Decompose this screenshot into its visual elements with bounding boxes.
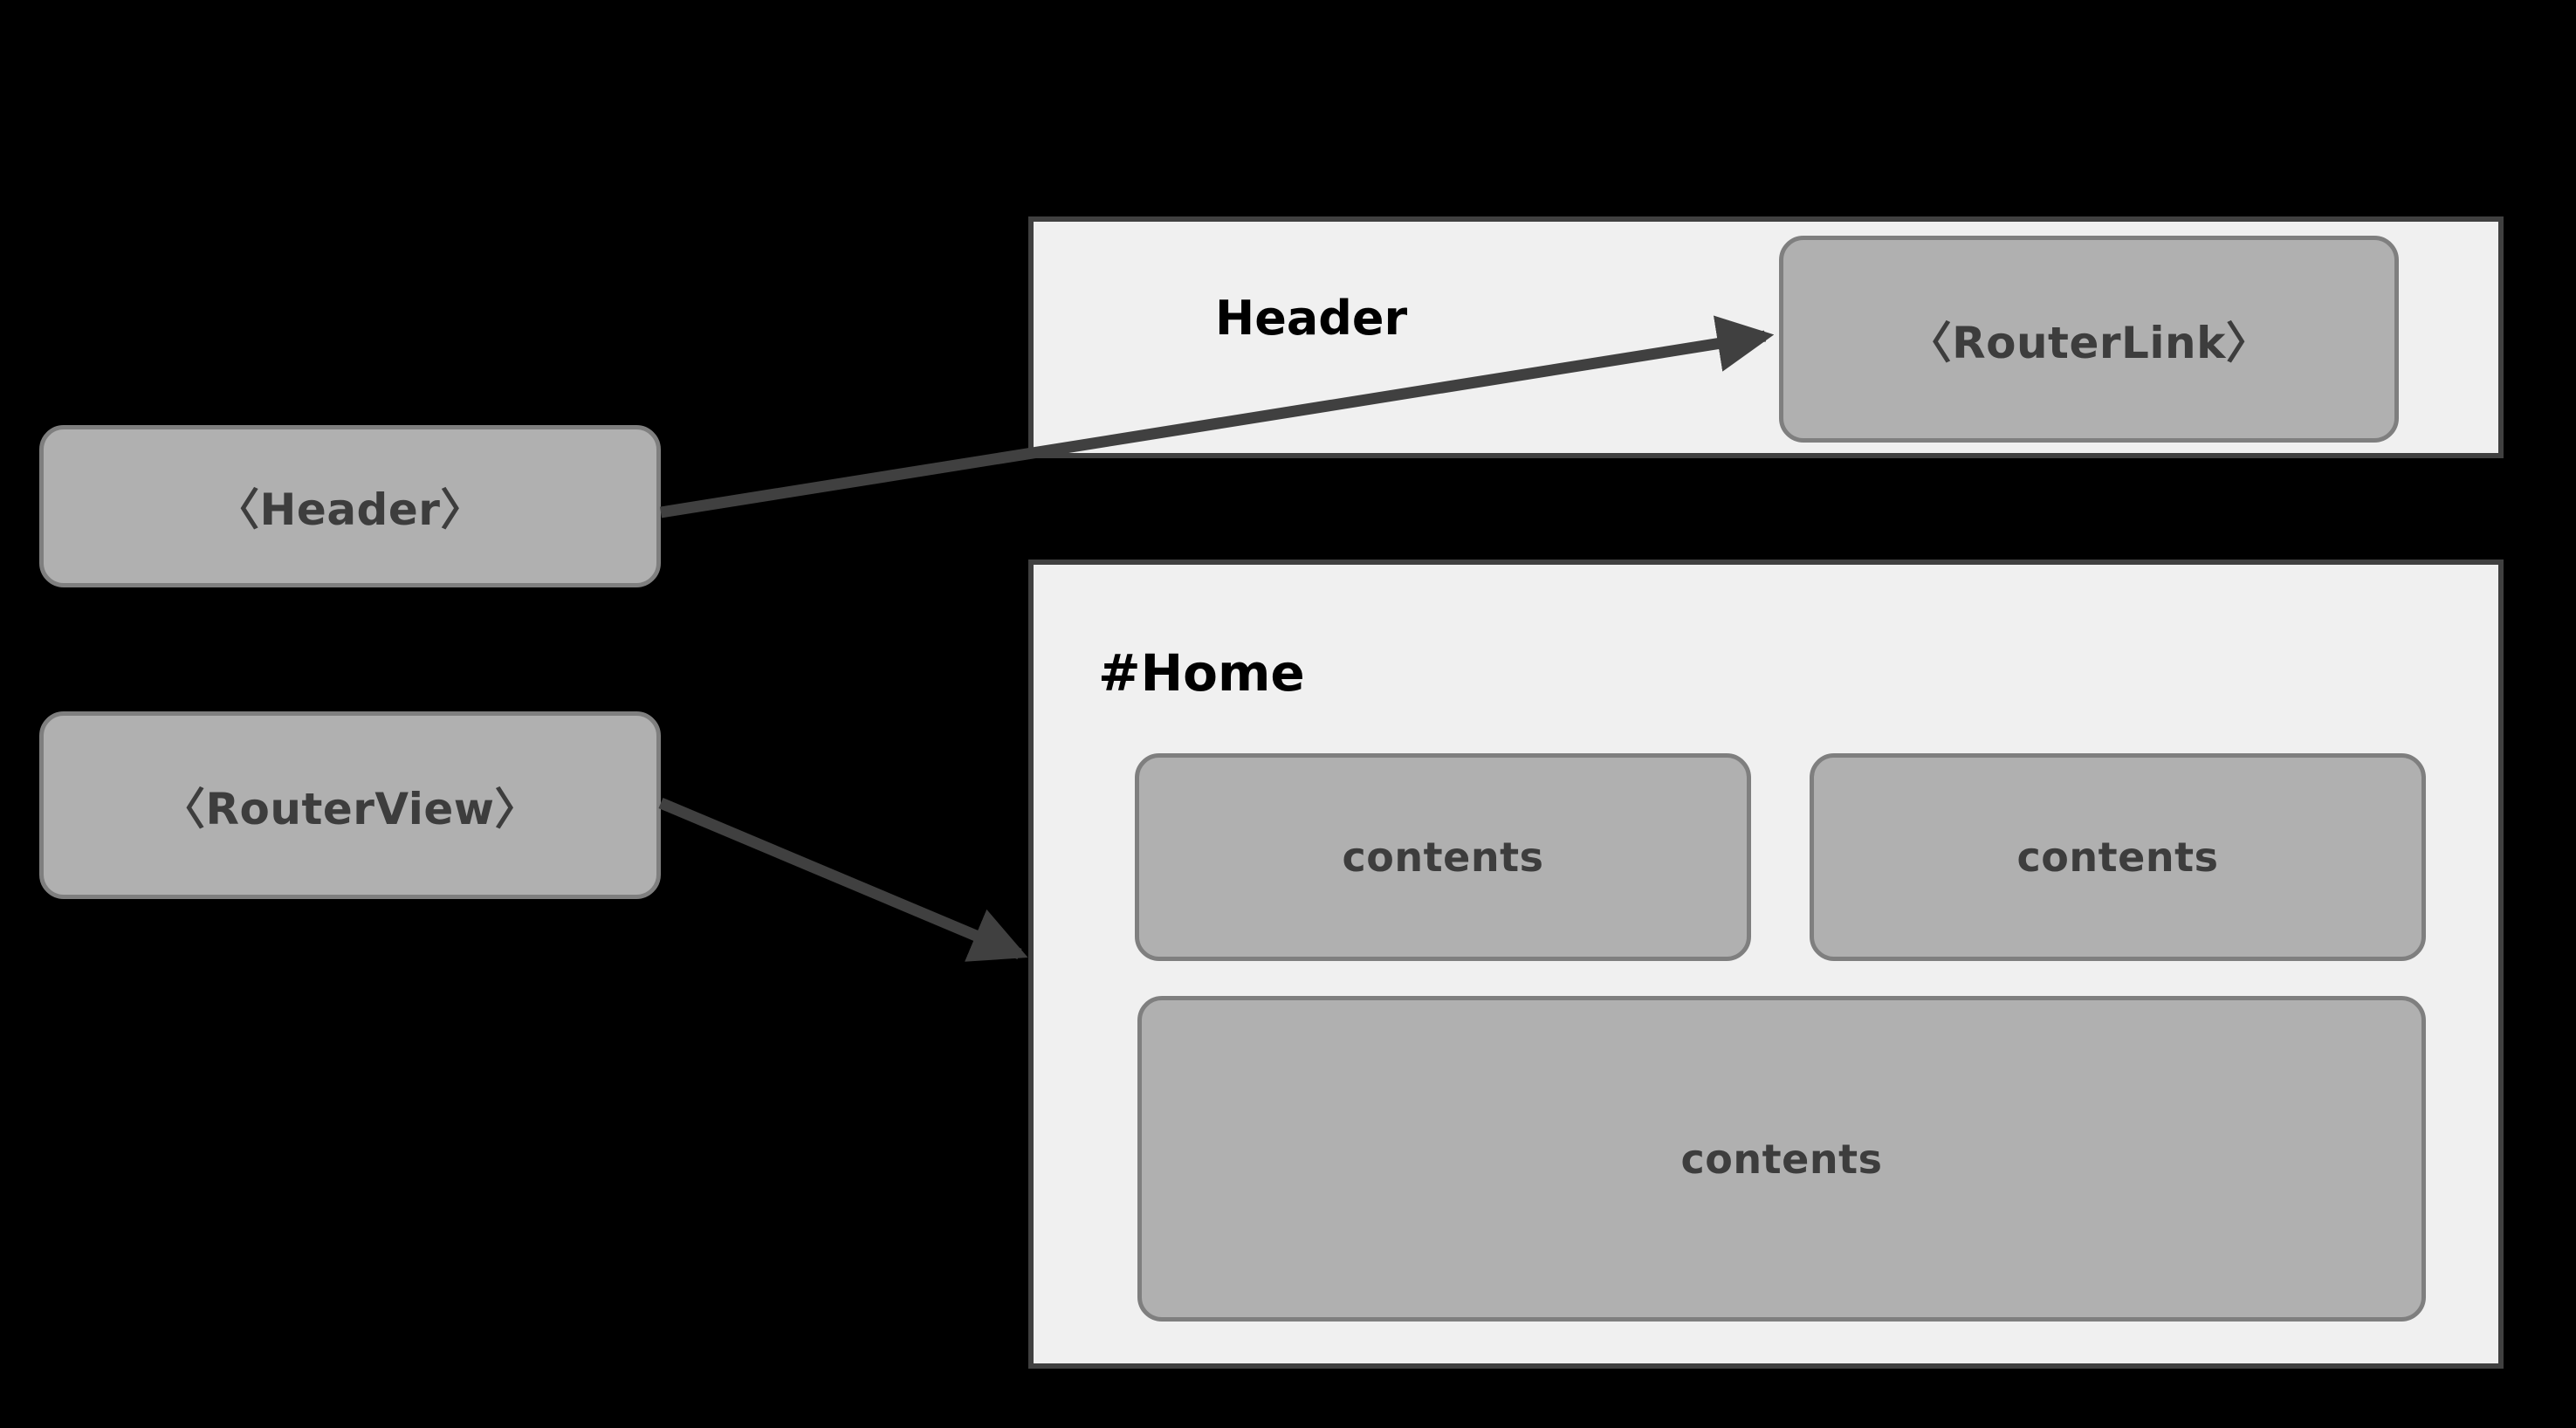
node-contents-2[interactable]: contents <box>1810 753 2426 961</box>
node-header[interactable]: 〈Header〉 <box>39 425 661 587</box>
node-contents-3[interactable]: contents <box>1137 996 2426 1322</box>
home-panel-label: #Home <box>1098 643 1305 703</box>
arrow-routerview-to-home <box>658 798 1028 962</box>
header-panel-label: Header <box>1215 291 1408 346</box>
node-routerlink[interactable]: 〈RouterLink〉 <box>1779 236 2399 443</box>
node-routerview[interactable]: 〈RouterView〉 <box>39 711 661 899</box>
node-contents-1[interactable]: contents <box>1135 753 1751 961</box>
